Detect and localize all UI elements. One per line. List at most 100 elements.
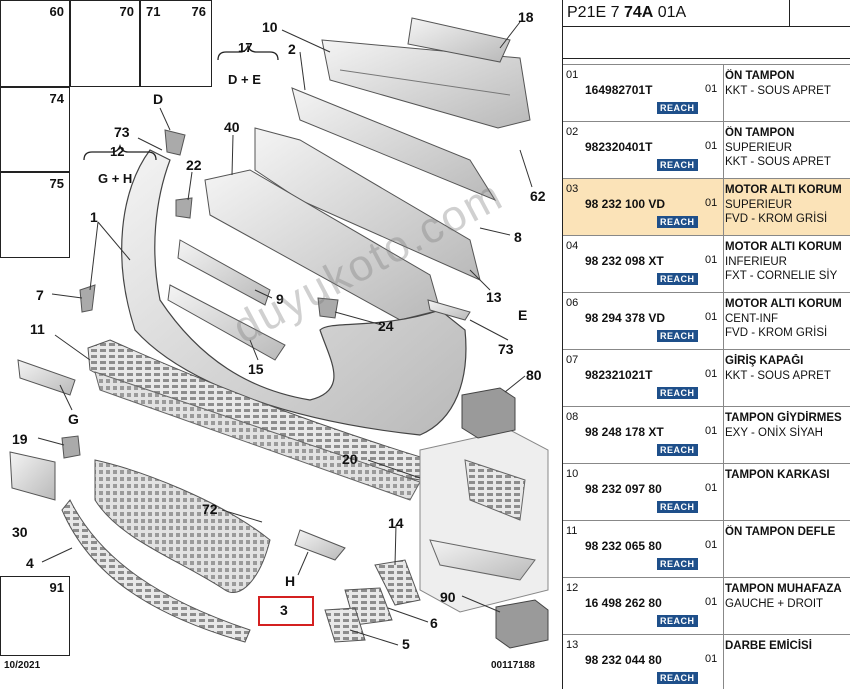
part-row-index: 11 [566, 525, 578, 537]
part-row-index: 10 [566, 468, 579, 480]
part-24-clip [317, 297, 339, 319]
part-4-trim [61, 499, 251, 643]
callout-12[interactable]: 12 [110, 144, 125, 159]
callout-15[interactable]: 15 [248, 361, 264, 377]
callout-70: 70 [119, 4, 134, 19]
column-divider [723, 407, 724, 464]
callout-14[interactable]: 14 [388, 515, 404, 531]
fastener-thumb-91: 91 [0, 576, 70, 656]
part-description: DARBE EMİCİSİ [725, 639, 850, 654]
part-number[interactable]: 98 232 044 80 [585, 653, 662, 667]
callout-2[interactable]: 2 [288, 41, 296, 57]
callout-1[interactable]: 1 [90, 209, 98, 225]
header-divider [789, 0, 790, 27]
part-quantity: 01 [705, 254, 718, 266]
part-title: TAMPON MUHAFAZA [725, 583, 842, 595]
reach-badge: REACH [657, 558, 698, 570]
callout-13[interactable]: 13 [486, 289, 502, 305]
fastener-thumb-71-76: 71 76 [140, 0, 212, 87]
part-number[interactable]: 982320401T [585, 140, 653, 154]
callout-80[interactable]: 80 [526, 367, 542, 383]
callout-11[interactable]: 11 [30, 321, 45, 337]
callout-d-e[interactable]: D + E [228, 72, 261, 87]
callout-62[interactable]: 62 [530, 188, 546, 204]
column-divider [723, 65, 724, 122]
callout-4[interactable]: 4 [26, 555, 34, 571]
callout-20[interactable]: 20 [342, 451, 358, 467]
part-quantity: 01 [705, 482, 718, 494]
part-row-index: 13 [566, 639, 579, 651]
callout-7[interactable]: 7 [36, 287, 44, 303]
part-quantity: 01 [705, 83, 718, 95]
callout-3[interactable]: 3 [280, 602, 288, 618]
callout-73-left[interactable]: 73 [114, 124, 130, 140]
callout-g-h[interactable]: G + H [98, 171, 133, 186]
part-detail: SUPERIEUR [725, 141, 793, 154]
part-number[interactable]: 98 294 378 VD [585, 311, 666, 325]
callout-h[interactable]: H [285, 573, 296, 589]
part-quantity: 01 [705, 425, 718, 437]
part-number[interactable]: 164982701T [585, 83, 653, 97]
callout-73-right[interactable]: 73 [498, 341, 514, 357]
part-number[interactable]: 982321021T [585, 368, 653, 382]
callout-91: 91 [49, 580, 64, 595]
reach-badge: REACH [657, 330, 698, 342]
part-row-index: 04 [566, 240, 579, 252]
callout-e[interactable]: E [518, 307, 528, 323]
part-row-index: 02 [566, 126, 579, 138]
part-number[interactable]: 98 232 065 80 [585, 539, 662, 553]
fastener-thumb-75: 75 [0, 172, 70, 258]
part-1-bumper-shell [121, 149, 467, 436]
callout-30[interactable]: 30 [12, 524, 28, 540]
part-quantity: 01 [705, 140, 718, 152]
fastener-thumb-70: 70 [70, 0, 140, 87]
part-detail: INFERIEUR [725, 255, 787, 268]
callout-18[interactable]: 18 [518, 9, 534, 25]
callout-22[interactable]: 22 [186, 157, 202, 173]
callout-90[interactable]: 90 [440, 589, 456, 605]
callout-17[interactable]: 17 [238, 40, 253, 55]
callout-40[interactable]: 40 [224, 119, 240, 135]
callout-6[interactable]: 6 [430, 615, 438, 631]
part-number[interactable]: 98 248 178 XT [585, 425, 664, 439]
part-title: DARBE EMİCİSİ [725, 640, 812, 652]
callout-19[interactable]: 19 [12, 431, 28, 447]
header-blank-row [563, 27, 850, 59]
callout-72[interactable]: 72 [202, 501, 218, 517]
part-20-box [419, 429, 549, 613]
column-divider [723, 464, 724, 521]
exploded-parts-diagram: 60 70 71 76 74 75 91 18 10 2 40 D 73 22 … [0, 0, 549, 671]
callout-24[interactable]: 24 [378, 318, 394, 334]
part-number[interactable]: 98 232 097 80 [585, 482, 662, 496]
part-row-index: 03 [566, 183, 579, 195]
callout-8[interactable]: 8 [514, 229, 522, 245]
part-detail: SUPERIEUR [725, 198, 793, 211]
callout-10[interactable]: 10 [262, 19, 278, 35]
part-number[interactable]: 98 232 098 XT [585, 254, 664, 268]
callout-g[interactable]: G [68, 411, 79, 427]
part-number[interactable]: 98 232 100 VD [585, 197, 666, 211]
part-number[interactable]: 16 498 262 80 [585, 596, 662, 610]
part-5-insert [324, 607, 366, 643]
part-detail: KKT - SOUS APRET [725, 156, 831, 168]
reach-badge: REACH [657, 615, 698, 627]
callout-9[interactable]: 9 [276, 291, 284, 307]
callout-d-top[interactable]: D [153, 91, 164, 107]
part-3-center-grille [94, 459, 271, 593]
reach-badge: REACH [657, 273, 698, 285]
callout-5[interactable]: 5 [402, 636, 410, 652]
